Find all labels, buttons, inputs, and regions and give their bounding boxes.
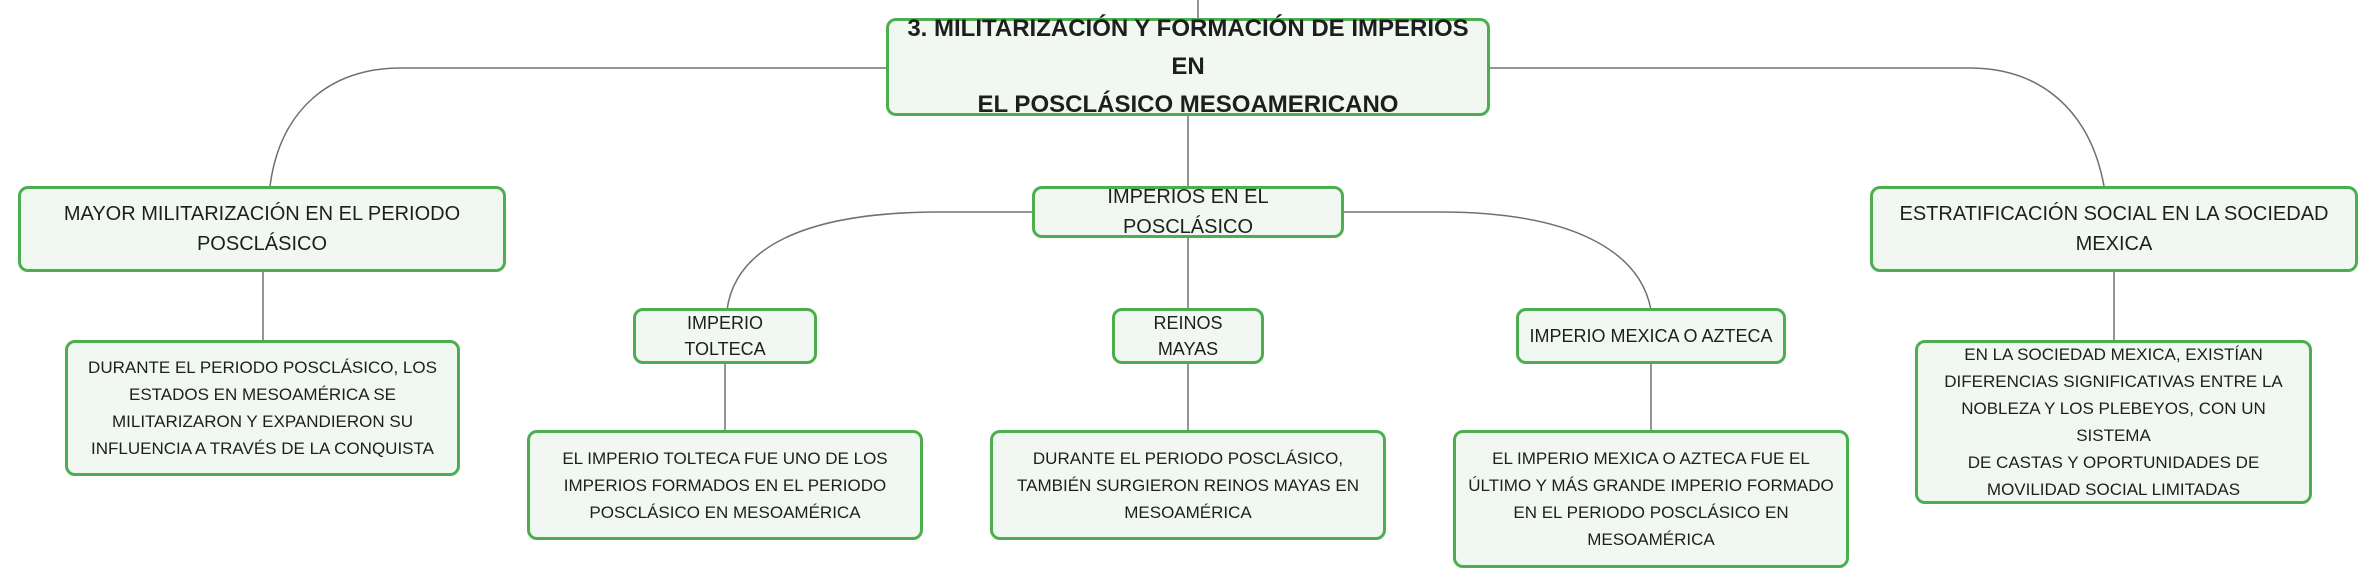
detail-estratificacion[interactable]: EN LA SOCIEDAD MEXICA, EXISTÍAN DIFERENC… bbox=[1915, 340, 2312, 504]
detail-militarizacion-line: DURANTE EL PERIODO POSCLÁSICO, LOS bbox=[88, 358, 437, 377]
connector-root-right bbox=[1488, 67, 2105, 187]
detail-estratificacion-line: MOVILIDAD SOCIAL LIMITADAS bbox=[1986, 480, 2241, 499]
topic-militarizacion-line-1: MAYOR MILITARIZACIÓN EN EL PERIODO bbox=[63, 203, 461, 225]
detail-tolteca-line: IMPERIOS FORMADOS EN EL PERIODO bbox=[563, 475, 887, 495]
detail-estratificacion-line: DE CASTAS Y OPORTUNIDADES DE bbox=[1967, 453, 2260, 472]
root-title-line-1: 3. MILITARIZACIÓN Y FORMACIÓN DE IMPERIO… bbox=[907, 15, 1469, 80]
detail-tolteca-line: EL IMPERIO TOLTECA FUE UNO DE LOS bbox=[562, 448, 888, 468]
connector-root-left bbox=[269, 67, 888, 187]
detail-mexica[interactable]: EL IMPERIO MEXICA O AZTECA FUE EL ÚLTIMO… bbox=[1453, 430, 1849, 568]
subtopic-mexica-label: IMPERIO MEXICA O AZTECA bbox=[1529, 326, 1773, 346]
topic-estratificacion-line-1: ESTRATIFICACIÓN SOCIAL EN LA SOCIEDAD bbox=[1899, 203, 2329, 225]
detail-militarizacion[interactable]: DURANTE EL PERIODO POSCLÁSICO, LOS ESTAD… bbox=[65, 340, 460, 476]
topic-estratificacion-line-2: MEXICA bbox=[2075, 233, 2153, 255]
detail-mayas[interactable]: DURANTE EL PERIODO POSCLÁSICO, TAMBIÉN S… bbox=[990, 430, 1386, 540]
topic-imperios[interactable]: IMPERIOS EN EL POSCLÁSICO bbox=[1032, 186, 1344, 238]
subtopic-tolteca[interactable]: IMPERIO TOLTECA bbox=[633, 308, 817, 364]
detail-militarizacion-line: MILITARIZARON Y EXPANDIERON SU bbox=[111, 412, 414, 431]
detail-mexica-line: EL IMPERIO MEXICA O AZTECA FUE EL bbox=[1492, 449, 1810, 468]
connector-center-tolteca bbox=[726, 211, 1034, 311]
subtopic-tolteca-label: IMPERIO TOLTECA bbox=[684, 313, 766, 359]
connector-center-mexica bbox=[1342, 211, 1652, 311]
root-title-line-2: EL POSCLÁSICO MESOAMERICANO bbox=[977, 91, 1399, 118]
topic-militarizacion[interactable]: MAYOR MILITARIZACIÓN EN EL PERIODO POSCL… bbox=[18, 186, 506, 272]
detail-militarizacion-line: ESTADOS EN MESOAMÉRICA SE bbox=[128, 385, 397, 404]
root-topic[interactable]: 3. MILITARIZACIÓN Y FORMACIÓN DE IMPERIO… bbox=[886, 15, 1490, 118]
detail-mexica-line: EN EL PERIODO POSCLÁSICO EN bbox=[1513, 503, 1789, 522]
topic-estratificacion[interactable]: ESTRATIFICACIÓN SOCIAL EN LA SOCIEDAD ME… bbox=[1870, 186, 2358, 272]
detail-estratificacion-line: EN LA SOCIEDAD MEXICA, EXISTÍAN bbox=[1964, 345, 2263, 364]
detail-mexica-line: ÚLTIMO Y MÁS GRANDE IMPERIO FORMADO bbox=[1468, 476, 1834, 495]
detail-estratificacion-line: DIFERENCIAS SIGNIFICATIVAS ENTRE LA bbox=[1944, 372, 2283, 391]
detail-estratificacion-line: NOBLEZA Y LOS PLEBEYOS, CON UN SISTEMA bbox=[1961, 399, 2266, 445]
detail-mexica-line: MESOAMÉRICA bbox=[1587, 530, 1715, 549]
topic-militarizacion-line-2: POSCLÁSICO bbox=[196, 233, 328, 255]
detail-militarizacion-line: INFLUENCIA A TRAVÉS DE LA CONQUISTA bbox=[91, 439, 434, 458]
detail-tolteca[interactable]: EL IMPERIO TOLTECA FUE UNO DE LOS IMPERI… bbox=[527, 430, 923, 540]
detail-mayas-line: DURANTE EL PERIODO POSCLÁSICO, bbox=[1032, 448, 1344, 468]
subtopic-mexica[interactable]: IMPERIO MEXICA O AZTECA bbox=[1516, 308, 1786, 364]
detail-mayas-line: MESOAMÉRICA bbox=[1124, 502, 1252, 522]
subtopic-mayas[interactable]: REINOS MAYAS bbox=[1112, 308, 1264, 364]
detail-tolteca-line: POSCLÁSICO EN MESOAMÉRICA bbox=[589, 502, 861, 522]
detail-mayas-line: TAMBIÉN SURGIERON REINOS MAYAS EN bbox=[1017, 475, 1359, 495]
topic-imperios-label: IMPERIOS EN EL POSCLÁSICO bbox=[1107, 186, 1269, 238]
subtopic-mayas-label: REINOS MAYAS bbox=[1153, 313, 1223, 359]
